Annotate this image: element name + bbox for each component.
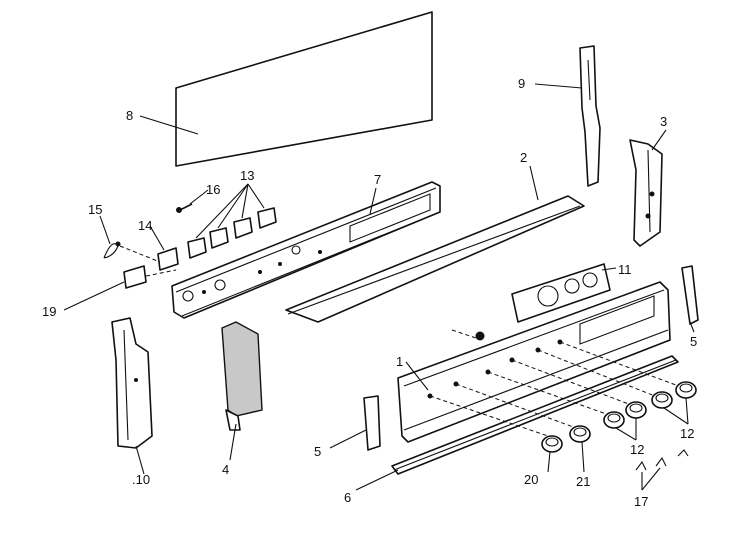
callout-19: 19 bbox=[42, 304, 56, 319]
part-14-connector bbox=[157, 247, 179, 271]
part-17-clips bbox=[635, 449, 689, 471]
part-9-bracket bbox=[579, 45, 601, 187]
callout-17: 17 bbox=[634, 494, 648, 509]
part-4-insulation-panel bbox=[221, 321, 263, 431]
callout-1: 1 bbox=[396, 354, 403, 369]
part-10-side-bracket bbox=[111, 317, 153, 449]
callout-20: 20 bbox=[524, 472, 538, 487]
part-5-end-cap-left bbox=[363, 395, 381, 451]
part-11-clock-bezel bbox=[511, 263, 611, 323]
part-21-knob bbox=[569, 425, 591, 443]
part-1-control-panel bbox=[397, 281, 671, 443]
assembly-lines-knobs bbox=[429, 329, 685, 437]
callout-4: 4 bbox=[222, 462, 229, 477]
callout-5-left: 5 bbox=[314, 444, 321, 459]
callout-13: 13 bbox=[240, 168, 254, 183]
callout-8: 8 bbox=[126, 108, 133, 123]
part-5-end-cap-right bbox=[681, 265, 699, 325]
part-2-trim-strip bbox=[285, 195, 585, 323]
part-19-terminal-block bbox=[123, 265, 147, 289]
callout-14: 14 bbox=[138, 218, 152, 233]
panel-screw bbox=[475, 331, 485, 341]
part-12-knob-2 bbox=[625, 401, 647, 419]
part-12-knob-3 bbox=[651, 391, 673, 409]
callout-7: 7 bbox=[374, 172, 381, 187]
callout-2: 2 bbox=[520, 150, 527, 165]
part-12-knob-4 bbox=[675, 381, 697, 399]
callout-12-right: 12 bbox=[680, 426, 694, 441]
part-16-screw bbox=[176, 203, 193, 213]
part-20-knob bbox=[541, 435, 563, 453]
callout-15: 15 bbox=[88, 202, 102, 217]
part-12-knob-1 bbox=[603, 411, 625, 429]
leader-lines bbox=[63, 83, 695, 491]
part-8-glass-panel bbox=[175, 11, 433, 167]
callout-9: 9 bbox=[518, 76, 525, 91]
assembly-lines-rear bbox=[119, 245, 177, 277]
part-15-wire-clip bbox=[103, 241, 121, 259]
part-7-control-housing bbox=[171, 181, 441, 319]
callout-16: 16 bbox=[206, 182, 220, 197]
callout-6: 6 bbox=[344, 490, 351, 505]
callout-10: .10 bbox=[132, 472, 150, 487]
part-13-switches bbox=[187, 207, 277, 259]
callout-3: 3 bbox=[660, 114, 667, 129]
part-3-end-bracket bbox=[629, 139, 663, 247]
callout-21: 21 bbox=[576, 474, 590, 489]
callout-11: 11 bbox=[618, 262, 632, 277]
callout-12-left: 12 bbox=[630, 442, 644, 457]
callout-5-right: 5 bbox=[690, 334, 697, 349]
callout-labels: 8 9 3 2 7 13 16 15 14 19 11 5 1 5 4 .10 … bbox=[42, 76, 697, 509]
